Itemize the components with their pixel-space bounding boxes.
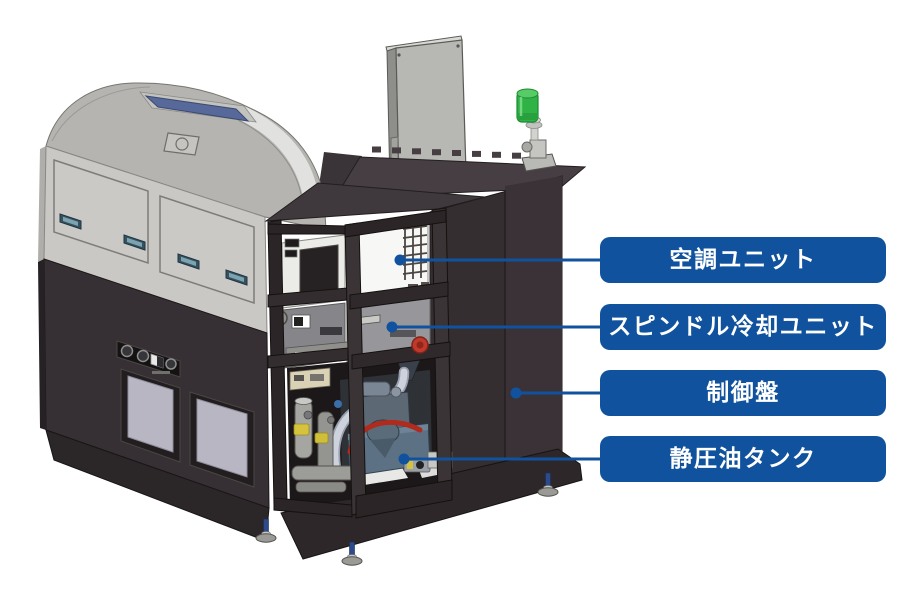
leader-dot-spindle-cooling-unit (386, 321, 398, 333)
rack-top (264, 182, 486, 222)
roof-hatch (163, 132, 200, 156)
callout-air-conditioning-unit: 空調ユニット (600, 237, 886, 283)
yellow-cap (293, 423, 310, 436)
leader-lines (392, 258, 600, 461)
main-enclosure (38, 82, 327, 542)
rack-frame (267, 207, 453, 519)
vent-grille-icon (402, 221, 428, 280)
callout-control-panel: 制御盤 (600, 370, 886, 416)
callout-spindle-cooling-unit: スピンドル冷却ユニット (600, 304, 886, 350)
control-cabinet (318, 88, 587, 499)
base-window-right (189, 391, 255, 488)
auxiliary-rack (264, 182, 486, 519)
leader-dot-air-conditioning-unit (394, 254, 406, 266)
signal-tower (516, 88, 557, 172)
yellow-cap (314, 432, 329, 444)
leader-dot-hydrostatic-oil-tank (398, 453, 410, 465)
roof-skylight (144, 95, 250, 122)
base-control-strip (116, 340, 181, 378)
base-window-left (120, 368, 181, 463)
leader-dot-control-panel (510, 387, 522, 399)
callout-hydrostatic-oil-tank: 静圧油タンク (600, 436, 886, 482)
rear-panel (385, 35, 467, 187)
leader-dots (386, 254, 522, 465)
